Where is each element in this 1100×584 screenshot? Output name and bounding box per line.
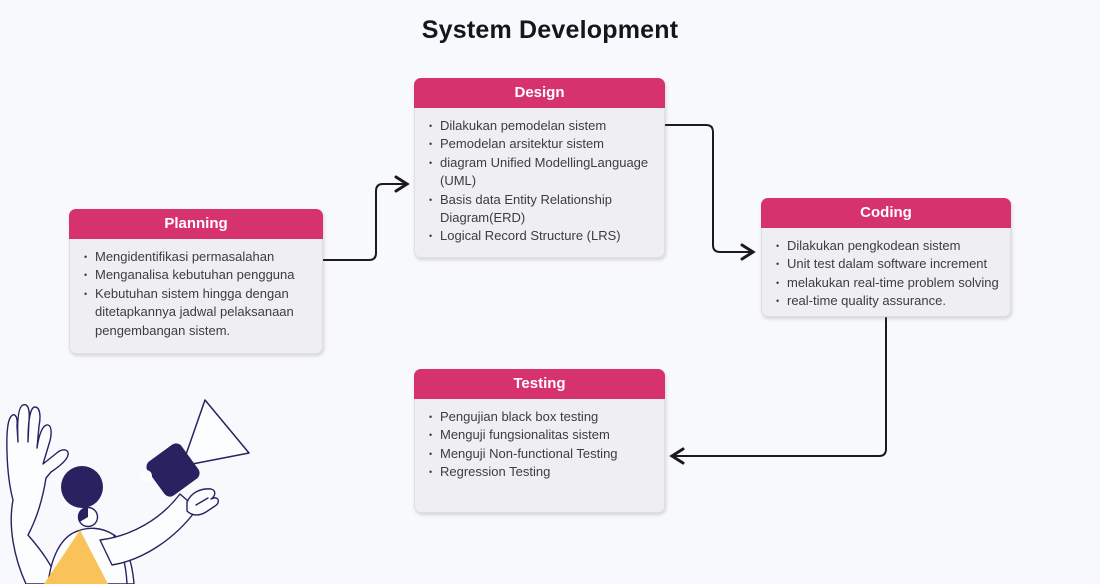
chin-shadow (78, 507, 88, 522)
stage-items-testing: Pengujian black box testingMenguji fungs… (415, 399, 664, 491)
body-triangle (44, 530, 108, 584)
list-item: diagram Unified ModellingLanguage (UML) (428, 154, 658, 191)
list-item: Basis data Entity Relationship Diagram(E… (428, 191, 658, 228)
stage-items-design: Dilakukan pemodelan sistemPemodelan arsi… (415, 108, 664, 255)
gripping-hand (186, 488, 219, 516)
stage-header-coding: Coding (761, 198, 1011, 228)
connector-planning-to-design (320, 175, 410, 261)
right-arm (99, 493, 198, 566)
list-item: real-time quality assurance. (775, 292, 1004, 311)
list-item: Menganalisa kebutuhan pengguna (83, 266, 316, 285)
list-item: Unit test dalam software increment (775, 255, 1004, 274)
list-item: Dilakukan pengkodean sistem (775, 237, 1004, 256)
stage-items-coding: Dilakukan pengkodean sistemUnit test dal… (762, 228, 1010, 320)
stage-box-design: Design Dilakukan pemodelan sistemPemodel… (414, 78, 665, 258)
connector-design-to-coding (663, 124, 756, 261)
head (61, 466, 103, 508)
stage-box-testing: Testing Pengujian black box testingMengu… (414, 369, 665, 513)
list-item: Pengujian black box testing (428, 408, 658, 427)
page-title: System Development (421, 16, 679, 44)
stage-box-coding: Coding Dilakukan pengkodean sistemUnit t… (761, 198, 1011, 317)
connector-coding-to-testing (669, 317, 887, 465)
megaphone-cone (181, 399, 250, 467)
stage-header-design: Design (414, 78, 665, 108)
thumb-notch (140, 470, 152, 482)
list-item: Pemodelan arsitektur sistem (428, 135, 658, 154)
person-megaphone-illustration (6, 399, 250, 584)
list-item: Menguji fungsionalitas sistem (428, 426, 658, 445)
raised-hand (6, 403, 69, 584)
list-item: Dilakukan pemodelan sistem (428, 117, 658, 136)
list-item: Regression Testing (428, 463, 658, 482)
stage-items-planning: Mengidentifikasi permasalahanMenganalisa… (70, 239, 322, 349)
stage-header-testing: Testing (414, 369, 665, 399)
stage-header-planning: Planning (69, 209, 323, 239)
list-item: melakukan real-time problem solving (775, 274, 1004, 293)
list-item: Logical Record Structure (LRS) (428, 227, 658, 246)
stage-box-planning: Planning Mengidentifikasi permasalahanMe… (69, 209, 323, 354)
list-item: Kebutuhan sistem hingga dengan ditetapka… (83, 285, 316, 340)
megaphone-handle (146, 443, 200, 497)
list-item: Menguji Non-functional Testing (428, 445, 658, 464)
list-item: Mengidentifikasi permasalahan (83, 248, 316, 267)
